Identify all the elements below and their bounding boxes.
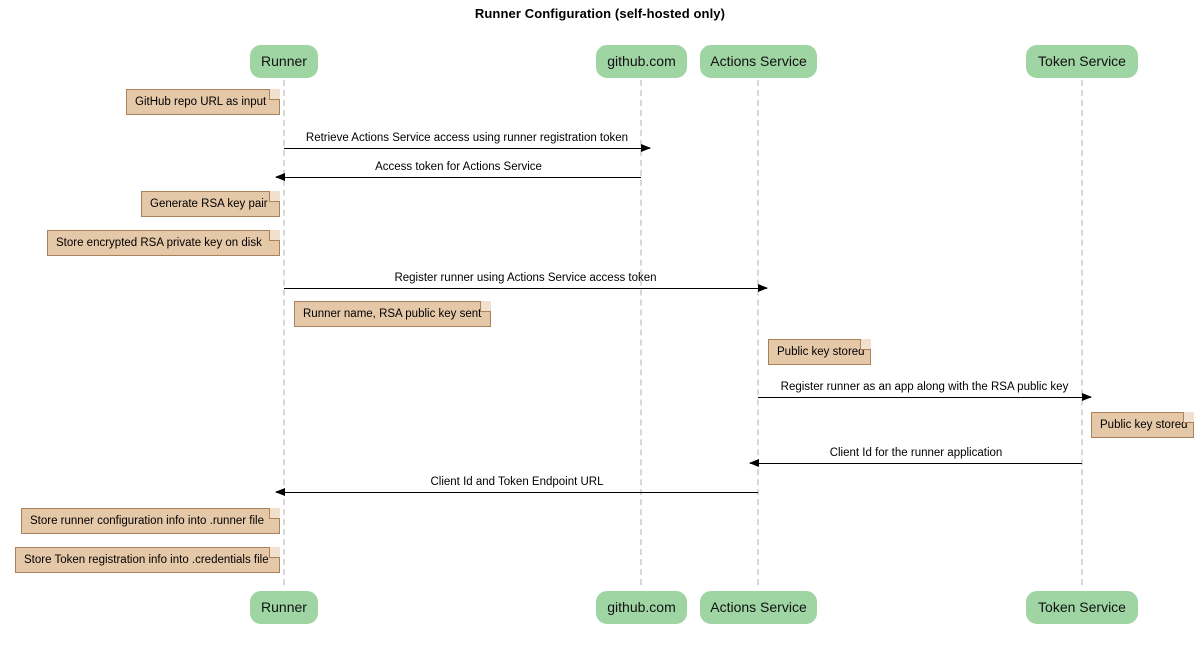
msg-client-id-for-runner-application[interactable] (749, 459, 1082, 467)
note-generate-rsa-key-pair[interactable]: Generate RSA key pair (141, 191, 280, 217)
msg-client-id-for-runner-application-label: Client Id for the runner application (829, 447, 1003, 459)
participant-header-github[interactable]: github.com (596, 45, 687, 78)
msg-access-token-for-actions-service-label: Access token for Actions Service (375, 161, 542, 173)
participant-label: Runner (261, 599, 307, 615)
page-title: Runner Configuration (self-hosted only) (474, 6, 726, 21)
msg-retrieve-actions-service-access[interactable] (284, 144, 651, 152)
lifeline-runner (283, 80, 285, 585)
note-folded-corner-icon (269, 191, 280, 202)
participant-label: github.com (607, 599, 676, 615)
msg-register-runner-using-token-label: Register runner using Actions Service ac… (394, 272, 657, 284)
note-text: Runner name, RSA public key sent (303, 308, 482, 320)
arrow-head-icon (758, 284, 768, 292)
note-folded-corner-icon (480, 301, 491, 312)
participant-label: Actions Service (710, 53, 807, 69)
note-store-token-registration[interactable]: Store Token registration info into .cred… (15, 547, 280, 573)
note-text: Public key stored (1100, 419, 1188, 431)
note-public-key-stored-actions[interactable]: Public key stored (768, 339, 871, 365)
participant-footer-github[interactable]: github.com (596, 591, 687, 624)
note-text: Generate RSA key pair (150, 198, 268, 210)
participant-header-runner[interactable]: Runner (250, 45, 318, 78)
arrow-head-icon (275, 488, 285, 496)
participant-footer-token[interactable]: Token Service (1026, 591, 1138, 624)
participant-header-actions[interactable]: Actions Service (700, 45, 817, 78)
note-text: Store runner configuration info into .ru… (30, 515, 264, 527)
participant-header-token[interactable]: Token Service (1026, 45, 1138, 78)
arrow-head-icon (1082, 393, 1092, 401)
note-text: Store encrypted RSA private key on disk (56, 237, 262, 249)
msg-client-id-and-token-endpoint-url-label: Client Id and Token Endpoint URL (430, 476, 604, 488)
msg-register-runner-using-token[interactable] (284, 284, 768, 292)
participant-footer-actions[interactable]: Actions Service (700, 591, 817, 624)
lifeline-actions (757, 80, 759, 585)
arrow-head-icon (641, 144, 651, 152)
participant-footer-runner[interactable]: Runner (250, 591, 318, 624)
note-runner-name-public-key-sent[interactable]: Runner name, RSA public key sent (294, 301, 491, 327)
participant-label: Token Service (1038, 599, 1126, 615)
note-store-runner-config[interactable]: Store runner configuration info into .ru… (21, 508, 280, 534)
participant-label: Token Service (1038, 53, 1126, 69)
participant-label: github.com (607, 53, 676, 69)
arrow-head-icon (749, 459, 759, 467)
note-text: Public key stored (777, 346, 865, 358)
note-github-repo-url[interactable]: GitHub repo URL as input (126, 89, 280, 115)
note-folded-corner-icon (269, 89, 280, 100)
msg-register-runner-as-app[interactable] (758, 393, 1092, 401)
note-folded-corner-icon (1183, 412, 1194, 423)
lifeline-token (1081, 80, 1083, 585)
msg-register-runner-as-app-label: Register runner as an app along with the… (780, 381, 1069, 393)
note-text: Store Token registration info into .cred… (24, 554, 269, 566)
note-folded-corner-icon (269, 508, 280, 519)
participant-label: Actions Service (710, 599, 807, 615)
note-folded-corner-icon (860, 339, 871, 350)
participant-label: Runner (261, 53, 307, 69)
note-store-encrypted-private-key[interactable]: Store encrypted RSA private key on disk (47, 230, 280, 256)
note-folded-corner-icon (269, 230, 280, 241)
lifeline-github (640, 80, 642, 585)
msg-access-token-for-actions-service[interactable] (275, 173, 641, 181)
arrow-head-icon (275, 173, 285, 181)
msg-retrieve-actions-service-access-label: Retrieve Actions Service access using ru… (305, 132, 629, 144)
msg-client-id-and-token-endpoint-url[interactable] (275, 488, 758, 496)
note-text: GitHub repo URL as input (135, 96, 267, 108)
note-folded-corner-icon (269, 547, 280, 558)
note-public-key-stored-token[interactable]: Public key stored (1091, 412, 1194, 438)
